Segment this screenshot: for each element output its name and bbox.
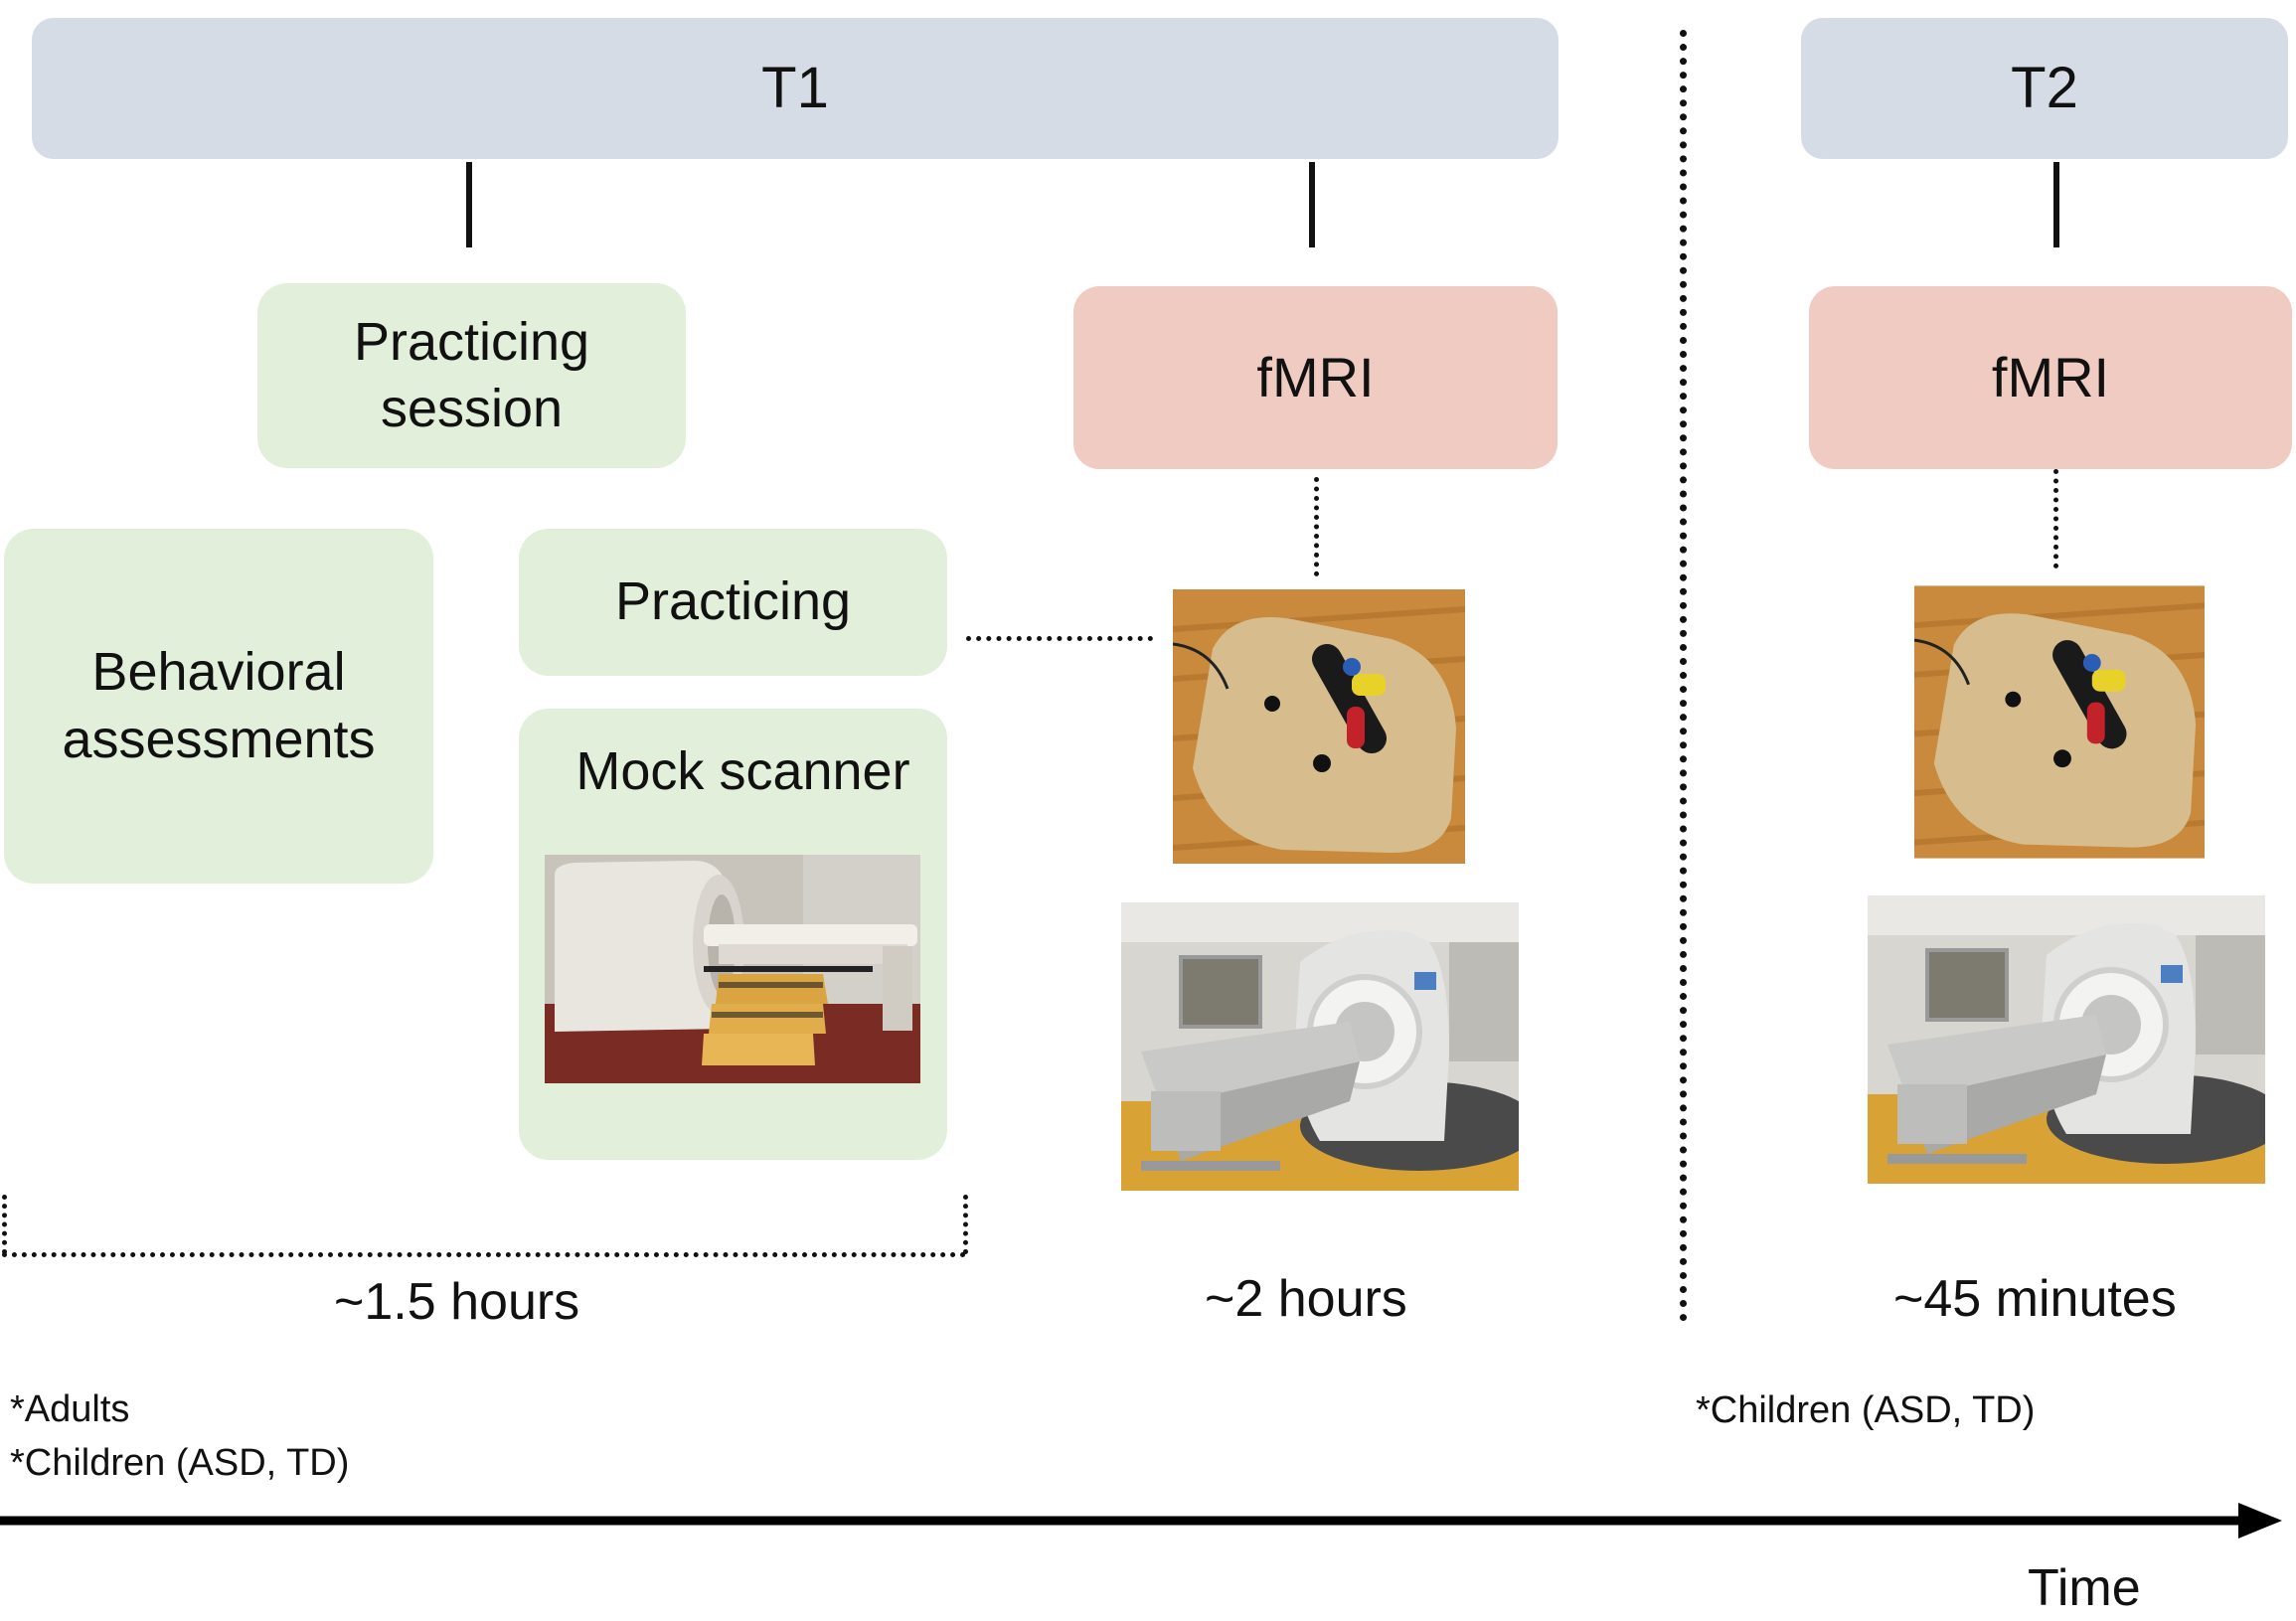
practicing-label: Practicing (614, 571, 852, 632)
mock-scanner-label: Mock scanner (575, 741, 910, 801)
practice-duration: ~1.5 hours (334, 1273, 580, 1331)
behavioral-assessments-label: Behavioral assessments (62, 642, 376, 769)
t2-fmri-dotted-link (2053, 469, 2058, 568)
practice-bracket-bottom (2, 1252, 966, 1257)
mri-scanner-photo-t1 (1121, 902, 1519, 1191)
t1-fmri-dotted-link (1314, 477, 1319, 576)
phase-separator-line (1680, 30, 1687, 1322)
behavioral-assessments-box: Behavioral assessments (4, 529, 433, 884)
t2-participants-children: *Children (ASD, TD) (1696, 1389, 2036, 1431)
practicing-session-label: Practicing session (353, 311, 590, 439)
phase-t2-label: T2 (2011, 55, 2078, 120)
response-pad-photo-t2 (1914, 584, 2205, 860)
t1-fmri-box: fMRI (1073, 286, 1558, 469)
mri-scanner-photo-t2 (1868, 895, 2265, 1184)
t2-fmri-box: fMRI (1809, 286, 2292, 469)
fmri-t1-duration: ~2 hours (1205, 1270, 1407, 1328)
mock-scanner-photo (545, 855, 920, 1083)
t1-participants-children: *Children (ASD, TD) (10, 1442, 350, 1484)
t2-fmri-connector (2053, 162, 2059, 247)
phase-t1-label: T1 (761, 55, 829, 120)
practicing-box: Practicing (519, 529, 947, 676)
t1-fmri-connector (1309, 162, 1315, 247)
phase-t2-bar: T2 (1801, 18, 2288, 159)
t1-practice-connector (466, 162, 472, 247)
fmri-t2-duration: ~45 minutes (1893, 1270, 2177, 1328)
practicing-to-pad-dotted-link (966, 636, 1153, 641)
t2-fmri-label: fMRI (1991, 346, 2110, 408)
time-axis-label: Time (2028, 1559, 2141, 1617)
t1-participants-adults: *Adults (10, 1388, 130, 1430)
phase-t1-bar: T1 (32, 18, 1558, 159)
practice-bracket-left (2, 1195, 7, 1254)
practice-bracket-right (963, 1195, 968, 1254)
response-pad-photo-t1 (1173, 589, 1465, 864)
practicing-session-box: Practicing session (257, 283, 686, 468)
t1-fmri-label: fMRI (1256, 346, 1375, 408)
